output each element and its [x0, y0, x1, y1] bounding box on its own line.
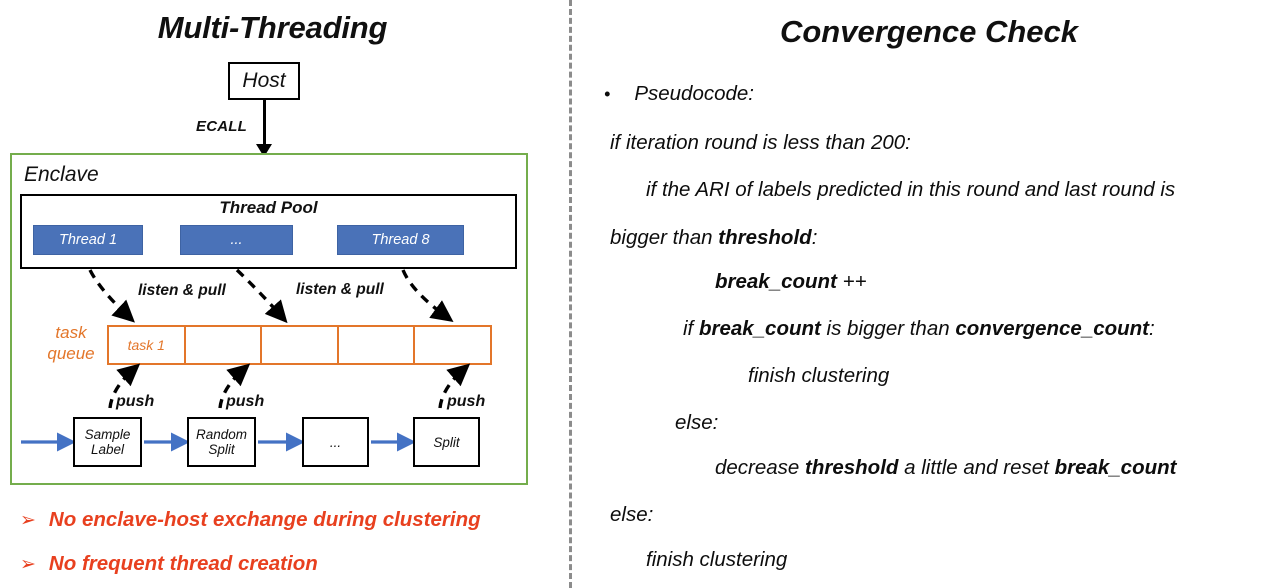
listen-pull-label: listen & pull — [296, 281, 384, 298]
task-queue: task 1 — [107, 325, 492, 365]
left-panel-title: Multi-Threading — [157, 10, 388, 45]
pseudocode-label: Pseudocode: — [634, 82, 754, 105]
takeaway-bullet-text: No enclave-host exchange during clusteri… — [48, 508, 481, 531]
takeaway-bullet: ➢ No enclave-host exchange during cluste… — [20, 508, 481, 532]
listen-pull-label: listen & pull — [138, 282, 226, 299]
push-label: push — [226, 393, 265, 410]
takeaway-bullet: ➢ No frequent thread creation — [20, 552, 318, 576]
pipeline-box-line1: Split — [433, 434, 460, 450]
pseudocode-line: else: — [675, 411, 719, 434]
push-arrows-icon — [108, 363, 471, 409]
listen-pull-arrows-icon — [88, 268, 454, 324]
task-queue-label-line1: task — [55, 323, 87, 342]
thread-chip: Thread 1 — [33, 225, 143, 255]
left-panel: Multi-Threading Host ECALL Enclave Threa… — [0, 0, 560, 588]
pseudocode-line: finish clustering — [748, 364, 890, 387]
thread-chip-label: Thread 8 — [371, 232, 430, 248]
pipeline-arrows-icon — [21, 432, 416, 452]
task-queue-cell — [415, 327, 490, 363]
pipeline-box-line1: Sample — [84, 427, 131, 442]
pseudocode-line: else: — [610, 503, 654, 526]
dot-bullet-icon: • — [604, 84, 611, 104]
task-queue-cell-label: task 1 — [127, 337, 165, 353]
pipeline-box: Split — [413, 417, 480, 467]
pseudocode-bullet: • Pseudocode: — [604, 82, 754, 106]
push-label: push — [447, 393, 486, 410]
pseudocode-line: finish clustering — [646, 548, 788, 571]
host-box: Host — [228, 62, 300, 100]
task-queue-label: task queue — [36, 322, 106, 364]
task-queue-cell — [262, 327, 339, 363]
takeaway-bullet-text: No frequent thread creation — [48, 552, 318, 575]
pseudocode-line: decrease threshold a little and reset br… — [715, 456, 1177, 479]
push-label: push — [116, 393, 155, 410]
pseudocode-line: bigger than threshold: — [610, 226, 818, 249]
task-queue-cell — [186, 327, 263, 363]
thread-chip-label: ... — [230, 232, 243, 248]
pseudocode-line: if the ARI of labels predicted in this r… — [646, 178, 1176, 201]
pseudocode-line: if break_count is bigger than convergenc… — [683, 317, 1155, 340]
thread-chip-label: Thread 1 — [58, 232, 118, 248]
pipeline-box-line1: Random — [195, 427, 248, 442]
thread-chip: Thread 8 — [337, 225, 464, 255]
pseudocode-line: if iteration round is less than 200: — [610, 131, 911, 154]
pipeline-box: ... — [302, 417, 369, 467]
ecall-label: ECALL — [196, 118, 247, 135]
ecall-arrow-line — [263, 100, 266, 148]
task-queue-label-line2: queue — [47, 344, 95, 363]
enclave-label: Enclave — [24, 163, 99, 186]
right-panel-title: Convergence Check — [779, 14, 1079, 49]
pseudocode-line: break_count ++ — [715, 270, 867, 293]
host-label: Host — [242, 69, 286, 92]
pipeline-box-line1: ... — [329, 434, 342, 450]
thread-chip: ... — [180, 225, 293, 255]
task-queue-cell: task 1 — [109, 327, 186, 363]
panel-divider — [569, 0, 572, 588]
task-queue-cell — [339, 327, 416, 363]
right-panel: Convergence Check • Pseudocode: if itera… — [578, 0, 1280, 588]
arrow-bullet-icon: ➢ — [20, 554, 36, 575]
arrow-bullet-icon: ➢ — [20, 510, 36, 531]
pipeline-box-line2: Split — [208, 442, 235, 457]
pipeline-box-line2: Label — [90, 442, 125, 457]
thread-pool-title: Thread Pool — [219, 198, 318, 217]
